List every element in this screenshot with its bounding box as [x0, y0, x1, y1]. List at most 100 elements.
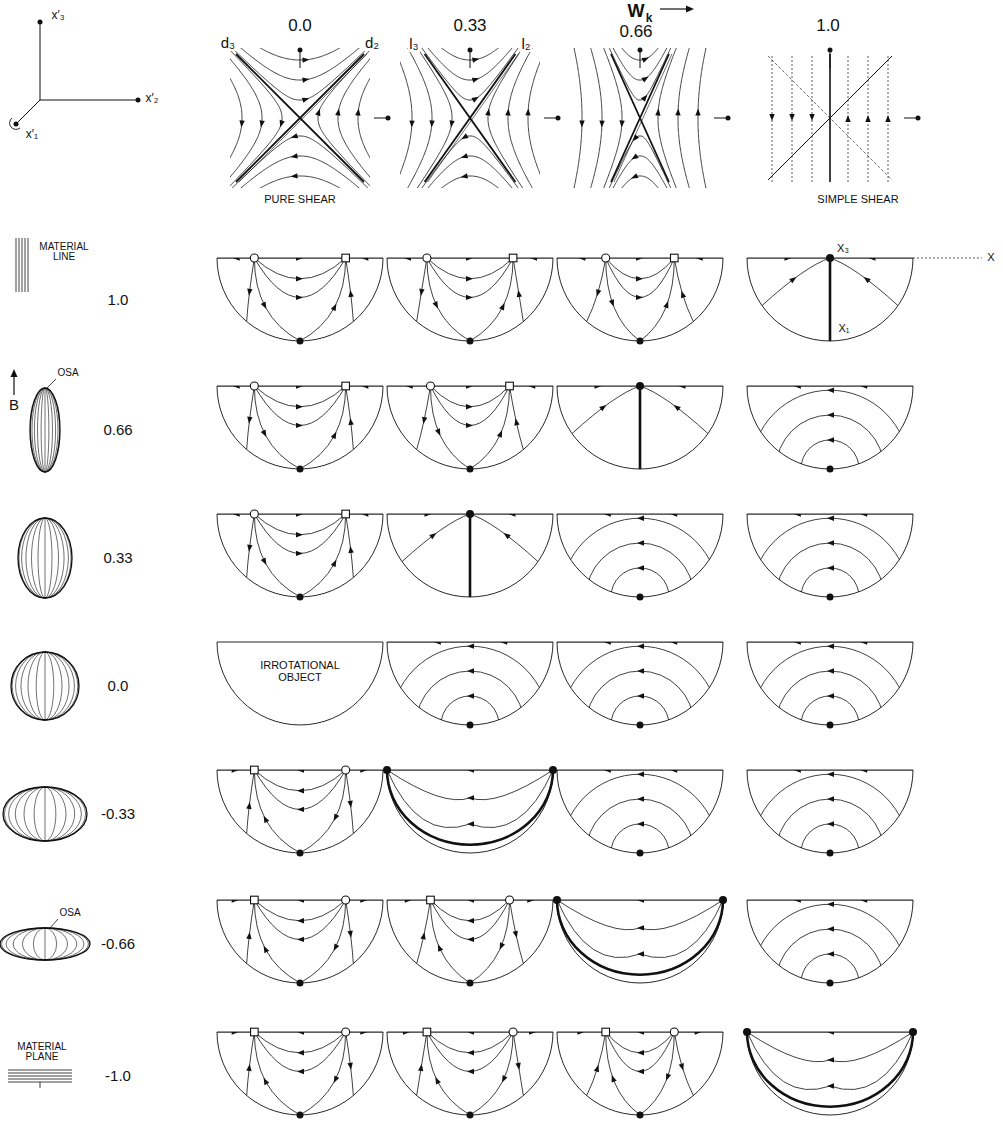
figure-line	[45, 652, 46, 720]
figure-path	[827, 821, 834, 826]
figure-label: 0.0	[287, 17, 313, 35]
figure-path	[331, 302, 339, 311]
figure-path	[776, 929, 884, 983]
figure-path	[346, 386, 354, 450]
figure-path	[528, 57, 540, 180]
figure-path	[619, 120, 625, 127]
figure-path	[557, 900, 723, 930]
figure-path	[233, 383, 240, 388]
figure-path	[860, 639, 867, 644]
figure-line	[40, 1082, 41, 1088]
figure-ellipse	[30, 388, 60, 472]
figure-g	[217, 510, 383, 601]
figure-path	[254, 770, 345, 809]
figure-path	[348, 546, 354, 554]
figure-circle	[637, 722, 644, 729]
figure-path	[557, 642, 723, 643]
figure-line	[470, 50, 471, 68]
figure-path	[513, 418, 520, 426]
figure-circle	[386, 116, 391, 121]
figure-path	[239, 120, 245, 128]
figure-line	[8, 1076, 72, 1077]
figure-path	[801, 568, 859, 597]
figure-label: d₂	[364, 35, 380, 51]
figure-rect	[506, 382, 514, 390]
figure-path	[609, 1074, 616, 1082]
figure-path	[829, 258, 832, 341]
figure-path	[427, 258, 470, 341]
figure-path	[256, 176, 344, 188]
figure-path	[429, 531, 438, 540]
figure-path	[594, 1064, 601, 1072]
figure-label: 0.66	[618, 23, 653, 41]
figure-ellipse	[32, 518, 59, 598]
figure-path	[557, 386, 723, 469]
figure-path	[827, 516, 834, 521]
figure-label: SIMPLE SHEAR	[816, 194, 899, 206]
figure-path	[230, 74, 242, 162]
figure-path	[611, 568, 669, 597]
figure-g	[217, 642, 383, 725]
figure-path	[254, 258, 345, 297]
figure-path	[361, 383, 368, 388]
figure-line	[8, 1073, 72, 1074]
figure-ellipse	[34, 787, 56, 841]
figure-path	[827, 644, 834, 649]
figure-path	[425, 511, 432, 516]
figure-path	[387, 770, 553, 800]
figure-path	[335, 108, 341, 116]
figure-path	[794, 639, 801, 644]
figure-label: -0.33	[100, 806, 136, 822]
figure-path	[672, 403, 681, 412]
figure-path	[513, 258, 523, 322]
figure-circle	[250, 510, 258, 518]
figure-g	[387, 255, 553, 341]
figure-g	[557, 511, 723, 597]
figure-ellipse	[24, 787, 66, 841]
figure-path	[675, 108, 681, 115]
figure-ellipse	[33, 928, 56, 960]
figure-path	[391, 646, 549, 725]
figure-g	[747, 511, 913, 600]
figure-path	[674, 1032, 693, 1096]
figure-path	[360, 897, 367, 902]
figure-path	[557, 258, 723, 341]
figure-path	[466, 404, 473, 409]
figure-path	[232, 767, 239, 772]
figure-path	[747, 514, 913, 597]
figure-path	[603, 48, 622, 188]
figure-path	[420, 136, 520, 188]
figure-rect	[423, 1028, 431, 1036]
figure-path	[347, 801, 353, 809]
figure-path	[400, 57, 412, 180]
figure-path	[217, 900, 383, 983]
figure-path	[387, 1032, 553, 1115]
figure-line	[25, 238, 26, 292]
figure-path	[747, 1032, 913, 1107]
figure-path	[236, 54, 364, 182]
figure-g	[217, 896, 383, 987]
figure-path	[674, 258, 693, 322]
figure-path	[466, 423, 473, 428]
figure-path	[606, 258, 640, 341]
figure-path	[679, 1063, 686, 1071]
figure-path	[261, 1076, 269, 1085]
figure-path	[776, 671, 884, 725]
figure-path	[794, 511, 801, 516]
figure-line	[45, 787, 46, 841]
figure-path	[611, 54, 669, 182]
figure-path	[290, 173, 298, 179]
figure-path	[296, 404, 303, 409]
figure-path	[606, 258, 675, 279]
figure-path	[679, 383, 686, 388]
figure-rect	[427, 896, 435, 904]
figure-path	[247, 900, 255, 964]
figure-path	[233, 255, 240, 260]
figure-path	[557, 514, 723, 515]
figure-circle	[342, 896, 350, 904]
figure-path	[557, 900, 723, 983]
figure-circle	[342, 1028, 350, 1036]
figure-path	[296, 532, 303, 537]
figure-path	[261, 302, 269, 311]
figure-path	[10, 118, 20, 129]
